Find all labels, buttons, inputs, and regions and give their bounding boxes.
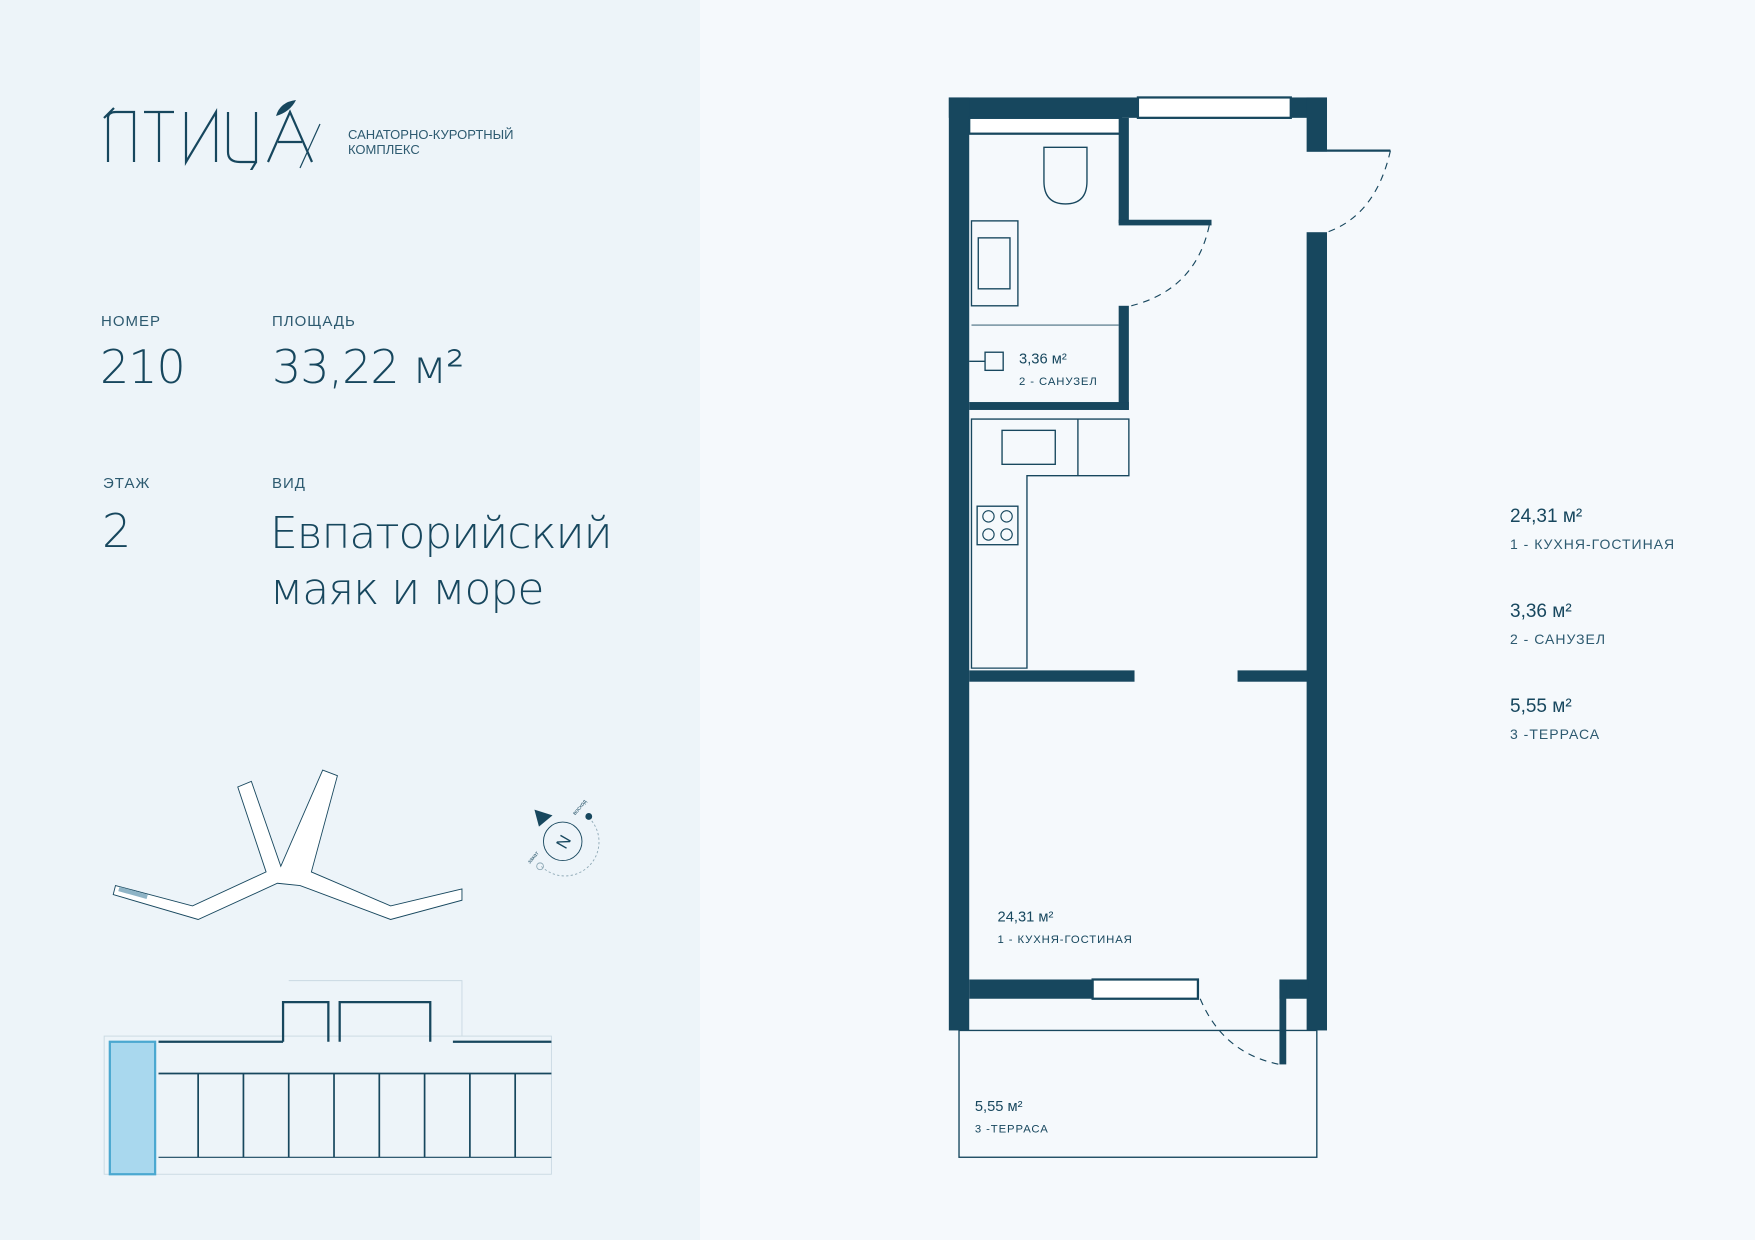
window xyxy=(1091,978,1200,1000)
floor-key-plan xyxy=(103,980,552,1176)
view-line1: Евпаторийский xyxy=(270,508,613,559)
kitchen-counter xyxy=(970,418,1130,669)
view-label: ВИД xyxy=(272,475,306,492)
right-wall xyxy=(1306,232,1328,1031)
toilet-icon xyxy=(1043,146,1088,205)
logo xyxy=(100,100,330,173)
door-swing xyxy=(1120,225,1210,309)
sunrise-dot-icon xyxy=(585,813,593,820)
apartment-plan: 3,36 м² 2 - САНУЗЕЛ 24,31 м² 1 - КУХНЯ-Г… xyxy=(948,96,1391,1158)
logo-mark-icon xyxy=(103,100,321,173)
window xyxy=(1136,96,1292,119)
legend-name: 3 -ТЕРРАСА xyxy=(1510,726,1601,742)
room-name-label: 2 - САНУЗЕЛ xyxy=(1019,376,1098,388)
legend-item: 5,55 м² 3 -ТЕРРАСА xyxy=(1510,696,1675,742)
sunset-dot-icon xyxy=(536,862,544,871)
door-swing xyxy=(1326,150,1391,233)
floor-value: 2 xyxy=(102,504,131,558)
sunrise-label: восход xyxy=(572,798,589,816)
view-value: Евпаторийский маяк и море xyxy=(270,506,613,618)
number-label: НОМЕР xyxy=(101,313,162,330)
compass-north-label: N xyxy=(553,832,576,852)
number-value: 210 xyxy=(100,340,186,394)
area-value: 33,22 м² xyxy=(272,340,464,394)
legend-item: 3,36 м² 2 - САНУЗЕЛ xyxy=(1510,601,1675,696)
compass-circle xyxy=(543,821,583,862)
terrace-outline xyxy=(958,1029,1318,1158)
view-line2: маяк и море xyxy=(270,564,544,615)
room-area-label: 24,31 м² xyxy=(998,910,1054,926)
legend-area: 3,36 м² xyxy=(1510,601,1572,622)
sink-icon xyxy=(970,220,1019,307)
logo-subtitle: САНАТОРНО-КУРОРТНЫЙ КОМПЛЕКС xyxy=(348,127,514,157)
shower-drain-icon xyxy=(984,351,1004,372)
legend-name: 2 - САНУЗЕЛ xyxy=(1510,631,1607,647)
kitchen-sink-icon xyxy=(1001,429,1056,465)
building-site-diagram xyxy=(112,769,463,920)
area-label: ПЛОЩАДЬ xyxy=(272,313,356,330)
legend-name: 1 - КУХНЯ-ГОСТИНАЯ xyxy=(1510,536,1676,552)
north-arrow-icon xyxy=(534,809,553,827)
room-legend: 24,31 м² 1 - КУХНЯ-ГОСТИНАЯ 3,36 м² 2 - … xyxy=(1510,506,1675,742)
legend-area: 24,31 м² xyxy=(1510,506,1583,527)
room-area-label: 3,36 м² xyxy=(1019,352,1067,368)
cooktop-icon xyxy=(976,505,1019,546)
logo-subtitle-line1: САНАТОРНО-КУРОРТНЫЙ xyxy=(348,127,514,142)
selected-unit-highlight xyxy=(108,1040,157,1176)
door-swing xyxy=(1199,998,1280,1065)
compass: N закат восход xyxy=(527,798,600,877)
legend-item: 24,31 м² 1 - КУХНЯ-ГОСТИНАЯ xyxy=(1510,506,1675,601)
legend-area: 5,55 м² xyxy=(1510,696,1572,717)
room-name-label: 1 - КУХНЯ-ГОСТИНАЯ xyxy=(998,934,1133,946)
logo-subtitle-line2: КОМПЛЕКС xyxy=(348,142,420,157)
room-area-label: 5,55 м² xyxy=(975,1099,1023,1115)
room-name-label: 3 -ТЕРРАСА xyxy=(975,1123,1049,1135)
left-wall xyxy=(948,97,970,1031)
info-panel xyxy=(0,0,700,1240)
floor-label: ЭТАЖ xyxy=(103,475,151,492)
